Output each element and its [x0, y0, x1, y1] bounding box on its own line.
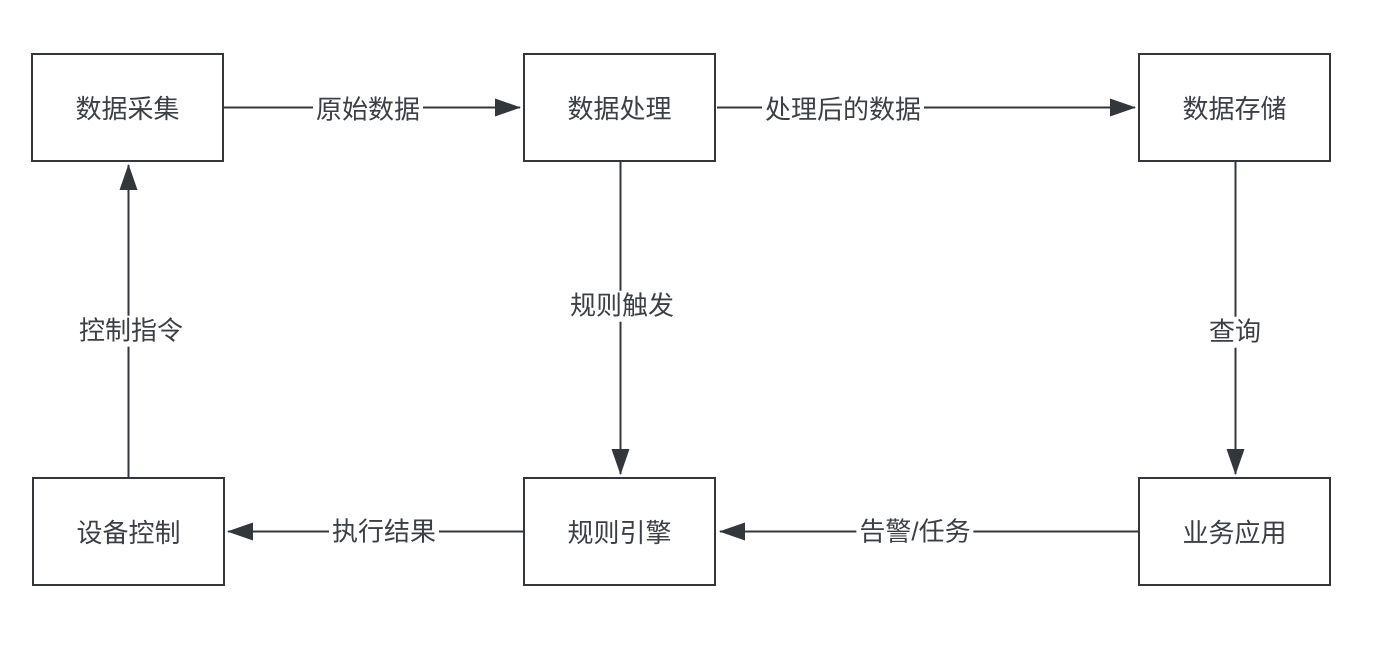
edge-label-exec-result: 执行结果 — [328, 516, 440, 548]
edge-label-raw-data: 原始数据 — [312, 94, 424, 126]
edge-label-control-command: 控制指令 — [75, 315, 187, 347]
node-rule-engine: 规则引擎 — [523, 477, 716, 586]
node-device-control-label: 设备控制 — [76, 518, 181, 548]
edge-label-query: 查询 — [1205, 316, 1265, 348]
node-data-collection: 数据采集 — [31, 53, 224, 162]
node-data-storage-label: 数据存储 — [1182, 94, 1287, 124]
node-business-app-label: 业务应用 — [1182, 518, 1287, 548]
edge-label-processed-data: 处理后的数据 — [761, 94, 925, 126]
node-data-processing-label: 数据处理 — [567, 94, 672, 124]
node-data-storage: 数据存储 — [1138, 53, 1331, 162]
node-rule-engine-label: 规则引擎 — [567, 518, 672, 548]
node-data-collection-label: 数据采集 — [75, 94, 180, 124]
node-device-control: 设备控制 — [32, 477, 225, 586]
node-data-processing: 数据处理 — [523, 53, 716, 162]
edge-label-alert-task: 告警/任务 — [856, 516, 974, 548]
edge-label-rule-trigger: 规则触发 — [566, 290, 678, 322]
node-business-app: 业务应用 — [1138, 477, 1331, 586]
